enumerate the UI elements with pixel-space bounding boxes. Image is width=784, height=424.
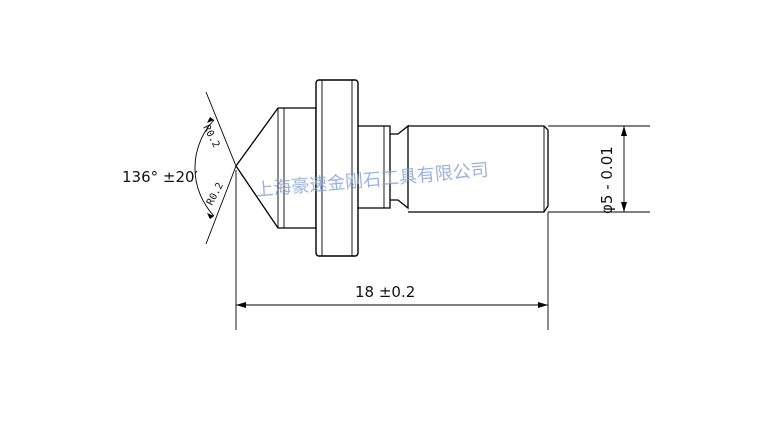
- diameter-arrow-top: [621, 126, 627, 136]
- diameter-arrow-bottom: [621, 202, 627, 212]
- cone-section: [235, 107, 317, 229]
- tip-note-top: R0.2: [200, 123, 221, 149]
- angle-dimension: 136° ±20′: [122, 91, 237, 245]
- groove: [390, 124, 409, 210]
- diameter-dimension: φ5 - 0.01: [548, 125, 650, 214]
- length-dimension: 18 ±0.2: [235, 170, 549, 330]
- tip-note-bottom: R0.2: [205, 181, 226, 207]
- shank: [408, 125, 549, 213]
- angle-arrow-bottom: [207, 213, 214, 219]
- neck: [358, 125, 391, 209]
- length-arrow-right: [538, 302, 548, 308]
- length-arrow-left: [236, 302, 246, 308]
- collar: [315, 79, 359, 257]
- angle-label: 136° ±20′: [122, 168, 199, 186]
- length-label: 18 ±0.2: [355, 283, 415, 301]
- angle-extension-top: [205, 91, 237, 167]
- indenter-body: [235, 79, 549, 257]
- angle-extension-bottom: [205, 165, 237, 245]
- angle-arc: [194, 119, 215, 217]
- angle-arrow-top: [207, 117, 214, 123]
- diameter-label: φ5 - 0.01: [598, 146, 616, 214]
- company-watermark: 上海豪速金刚石工具有限公司: [255, 160, 490, 201]
